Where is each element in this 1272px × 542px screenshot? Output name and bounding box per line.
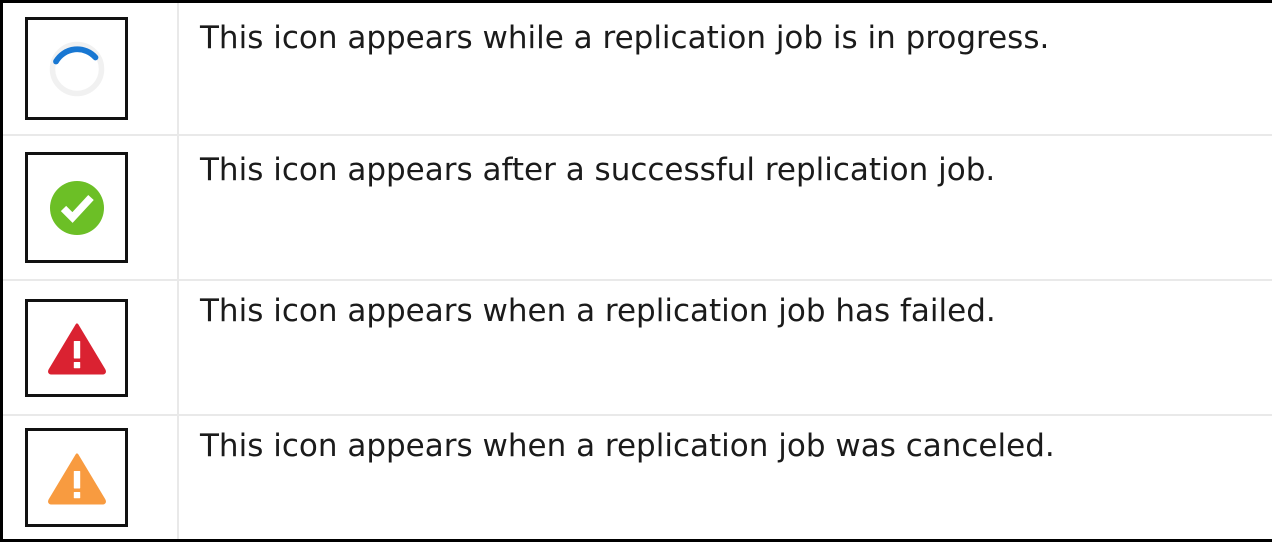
spinner-in-progress-icon (46, 38, 108, 100)
icon-box (25, 428, 128, 527)
icon-cell (3, 3, 179, 134)
row-description: This icon appears while a replication jo… (200, 20, 1050, 56)
description-cell: This icon appears when a replication job… (179, 416, 1272, 539)
icon-box (25, 152, 128, 263)
icon-box (25, 17, 128, 120)
table-row: This icon appears while a replication jo… (3, 3, 1272, 136)
row-description: This icon appears when a replication job… (200, 293, 996, 329)
row-description: This icon appears after a successful rep… (200, 152, 996, 188)
success-check-circle-icon (46, 177, 108, 239)
row-description: This icon appears when a replication job… (200, 428, 1055, 464)
description-cell: This icon appears when a replication job… (179, 281, 1272, 414)
canceled-warning-triangle-icon (46, 449, 108, 507)
icon-cell (3, 281, 179, 414)
icon-cell (3, 136, 179, 279)
description-cell: This icon appears after a successful rep… (179, 136, 1272, 279)
table-row: This icon appears when a replication job… (3, 416, 1272, 539)
icon-box (25, 298, 128, 397)
icon-cell (3, 416, 179, 539)
description-cell: This icon appears while a replication jo… (179, 3, 1272, 134)
table-row: This icon appears when a replication job… (3, 281, 1272, 416)
error-warning-triangle-icon (46, 319, 108, 377)
table-row: This icon appears after a successful rep… (3, 136, 1272, 281)
